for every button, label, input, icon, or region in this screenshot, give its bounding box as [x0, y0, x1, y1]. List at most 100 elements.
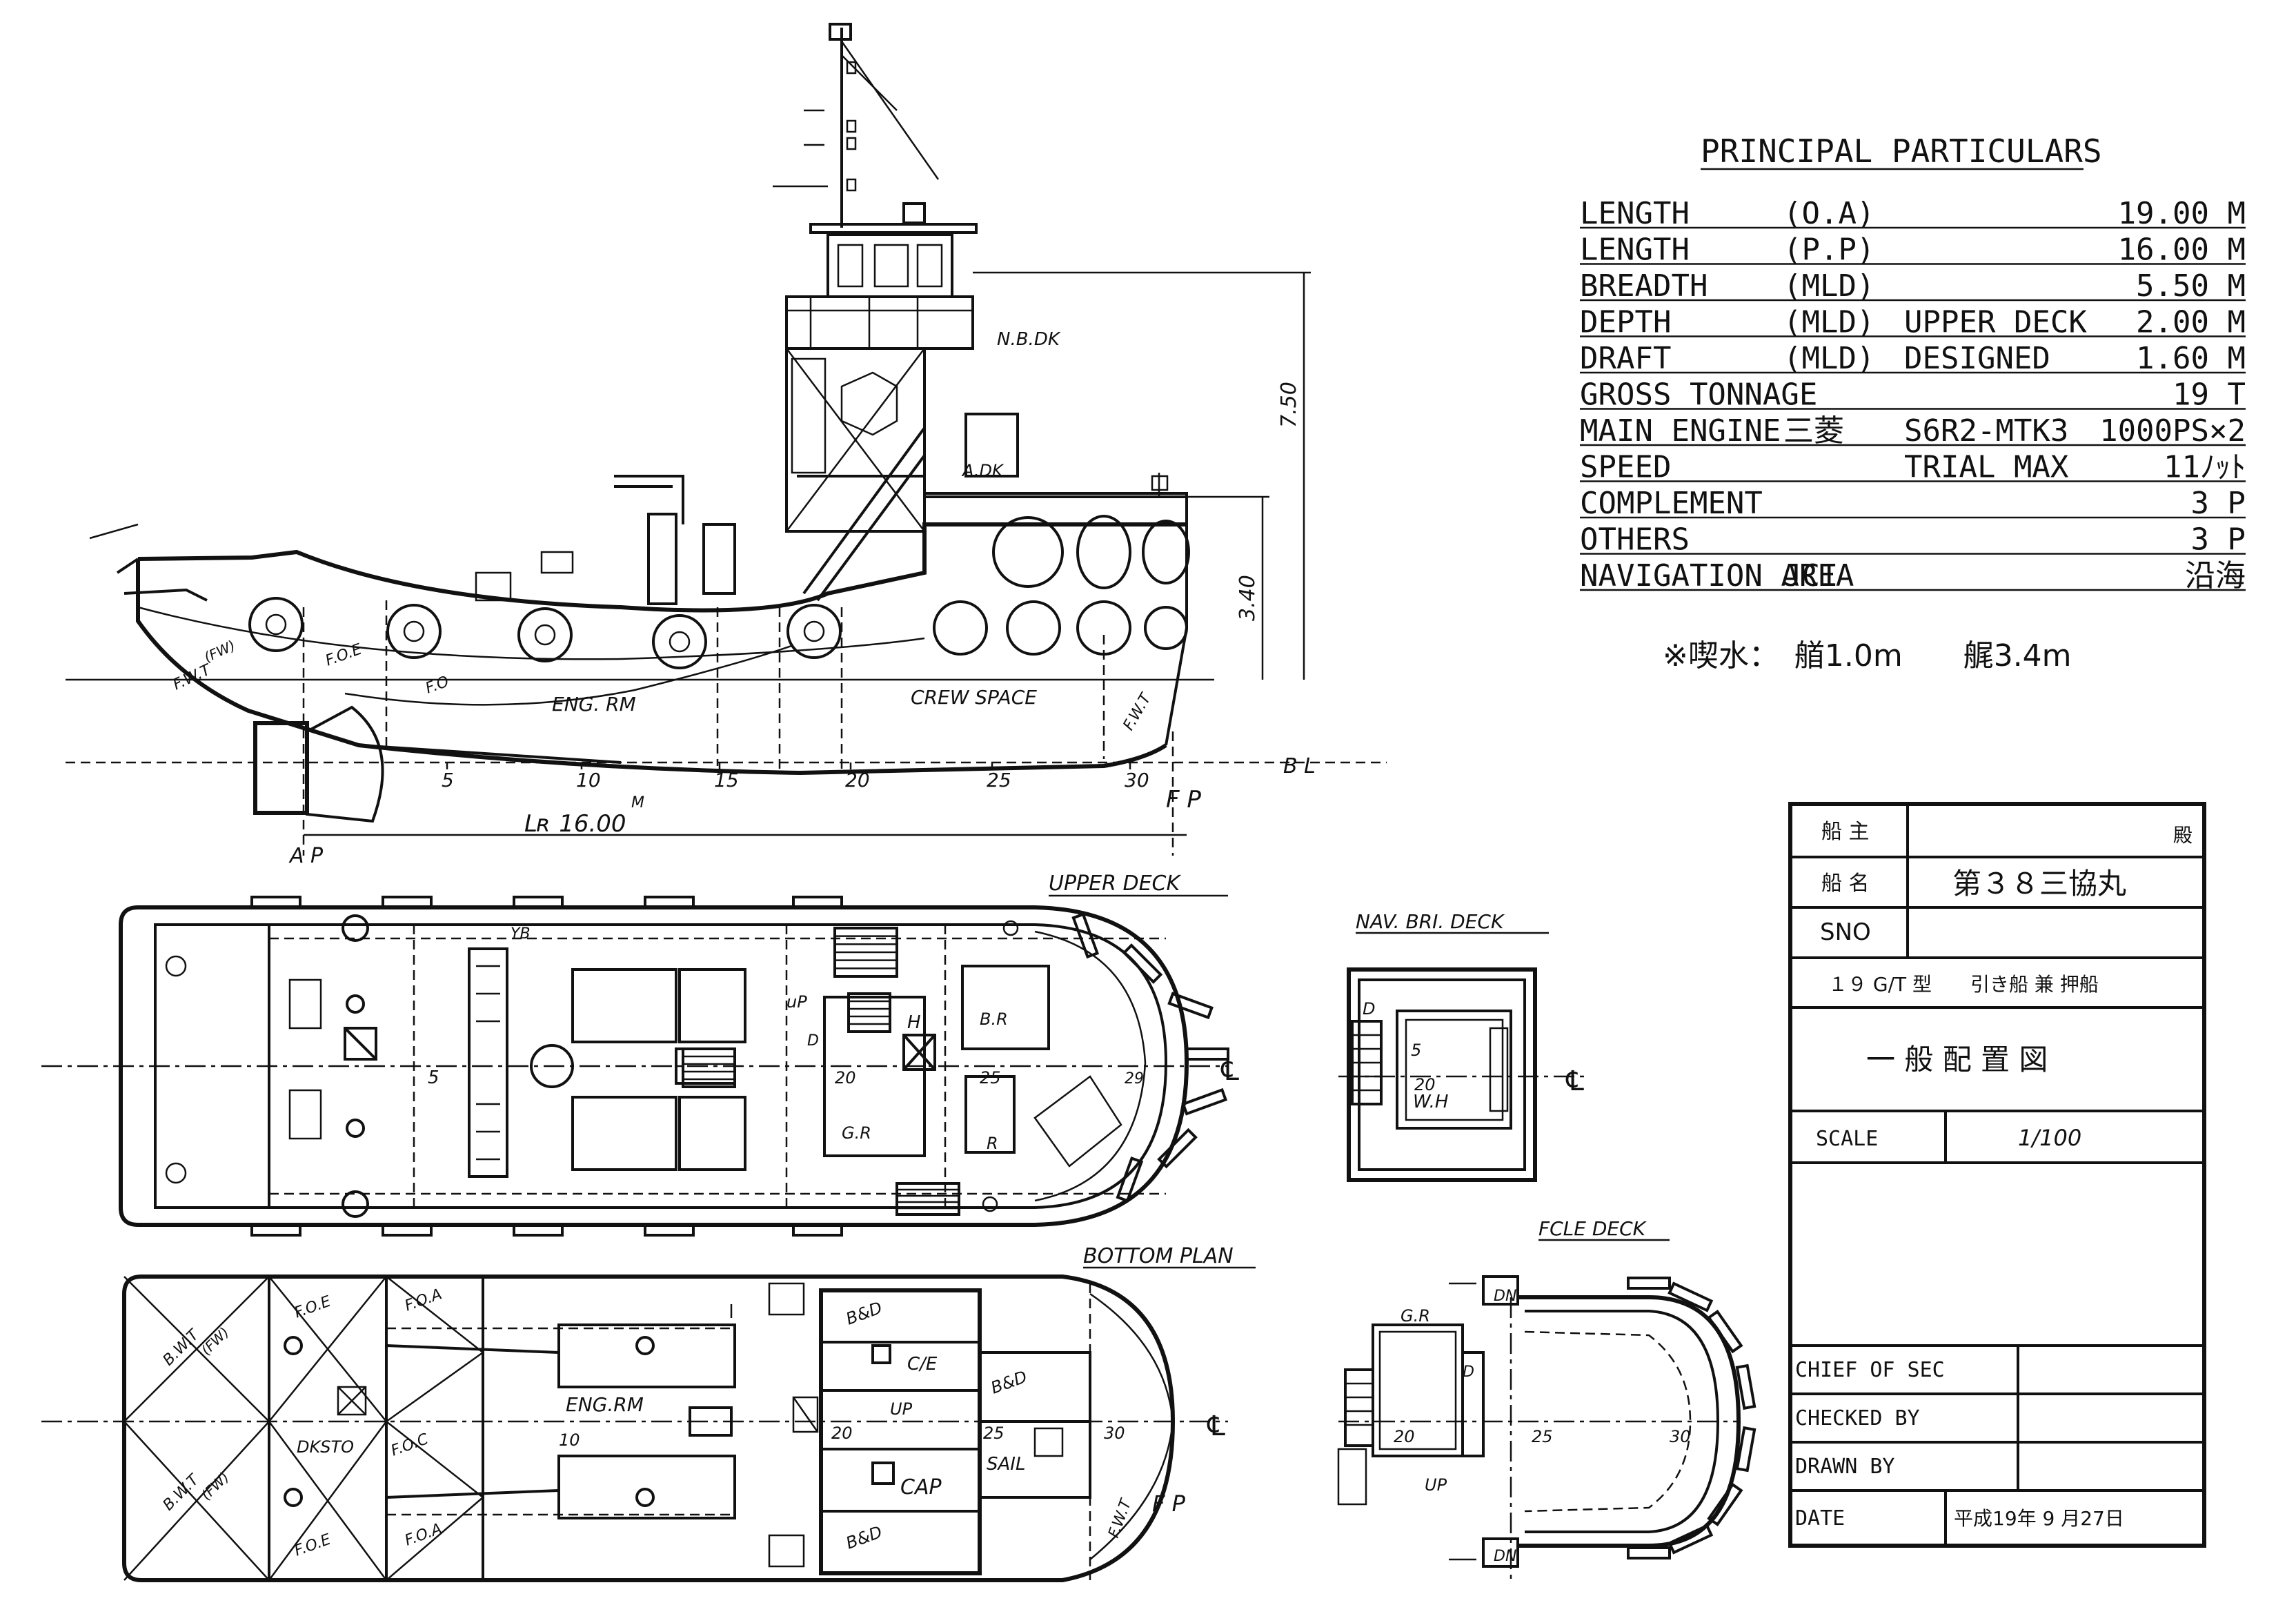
ud-frame-5: 5: [428, 1067, 439, 1088]
fcle-up: UP: [1425, 1475, 1447, 1495]
particulars-value: 19 T: [2173, 377, 2246, 413]
fender-block: [1116, 1157, 1144, 1203]
stair: [895, 1182, 960, 1216]
bp-foa-1: F.O.A: [403, 1286, 444, 1315]
fender-block: [1667, 1281, 1714, 1312]
particulars-item: SPEED: [1580, 450, 1671, 485]
fender-block: [644, 896, 695, 909]
particulars-item: LENGTH: [1580, 233, 1690, 268]
nbdk-label: N.B.DK: [997, 329, 1061, 350]
ud-frame-29: 29: [1125, 1070, 1144, 1088]
scale-value: 1/100: [2018, 1125, 2081, 1151]
particulars-value: 16.00 M: [2118, 233, 2246, 268]
bl-label: B L: [1283, 754, 1316, 778]
fo-profile-label: F.O: [424, 673, 452, 697]
title-block-frame: [1788, 802, 2206, 1548]
ud-d: D: [807, 1032, 819, 1050]
particulars-value: 1.60 M: [2136, 341, 2246, 376]
height-total-label: 7.50: [1277, 382, 1301, 428]
particulars-value: 3 P: [2191, 522, 2246, 558]
ap-label: A P: [288, 844, 324, 868]
upper-deck-plan: UPPER DECK ℄: [41, 872, 1243, 1237]
bp-bwt-2: B.W.T: [160, 1470, 204, 1514]
bottom-plan-title: BOTTOM PLAN: [1083, 1244, 1234, 1268]
fender-block: [644, 1223, 695, 1237]
fcle-gr: G.R: [1401, 1306, 1430, 1326]
sno-label: SNO: [1820, 918, 1871, 946]
ud-br: B.R: [980, 1010, 1008, 1029]
owner-suffix: 殿: [2173, 824, 2193, 847]
engine-port: [557, 1323, 736, 1388]
particulars-item: BREADTH: [1580, 268, 1708, 304]
fender-block: [792, 896, 843, 909]
wheelhouse-plan: [1396, 1010, 1512, 1130]
nav-20: 20: [1414, 1075, 1436, 1094]
principal-particulars-table: PRINCIPAL PARTICULARS LENGTH (O.A) 19.00 M…: [1580, 132, 2246, 673]
fender-block: [1667, 1524, 1714, 1555]
particulars-title: PRINCIPAL PARTICULARS: [1701, 132, 2102, 170]
particulars-item: NAVIGATION AREA: [1580, 558, 1854, 593]
fcle-dn-1: DN: [1494, 1288, 1516, 1305]
fender-block: [382, 896, 433, 909]
particulars-value: 19.00 M: [2118, 196, 2246, 231]
particulars-value: 5.50 M: [2136, 268, 2246, 304]
particulars-qualifier: 三菱: [1783, 413, 1844, 449]
fender-block: [513, 1223, 564, 1237]
particulars-qualifier: (MLD): [1783, 305, 1874, 340]
bp-bd-2: B&D: [843, 1522, 884, 1553]
ud-cl: ℄: [1218, 1055, 1243, 1087]
particulars-condition: DESIGNED: [1904, 341, 2050, 376]
upper-deck-outline: [119, 905, 1189, 1227]
profile-frame-15: 15: [714, 769, 739, 791]
particulars-item: DRAFT: [1580, 341, 1671, 376]
ud-h: H: [907, 1012, 921, 1033]
fender-block: [1167, 992, 1214, 1020]
funnel: [647, 513, 677, 605]
fender-block: [792, 1223, 843, 1237]
fender-block: [1735, 1364, 1756, 1410]
fender-block: [382, 1223, 433, 1237]
fwt2-label: F.W.T: [1120, 690, 1156, 734]
particulars-value: 沿海: [2185, 558, 2246, 593]
fcle-25: 25: [1532, 1427, 1553, 1446]
ud-gr: G.R: [842, 1123, 871, 1143]
rudder: [253, 721, 309, 815]
fcle-title: FCLE DECK: [1538, 1217, 1647, 1240]
nav-bridge-deck: [785, 295, 974, 350]
ud-r: R: [987, 1134, 998, 1153]
fender-block: [1122, 943, 1163, 984]
nav-bridge-deck-plan: NAV. BRI. DECK ℄ W.H D 5 20: [1338, 910, 1587, 1182]
drawing-title: 一 般 配 置 図: [1866, 1043, 2048, 1076]
particulars-condition: TRIAL MAX: [1904, 450, 2069, 485]
upper-deck-fenders: [250, 896, 1229, 1237]
fender-block: [250, 896, 301, 909]
bp-frame-25: 25: [983, 1424, 1004, 1443]
title-block: 船 主 殿 船 名 第３８三協丸 SNO １９ G/T 型 引き船 兼 押船 一…: [1788, 802, 2206, 1548]
particulars-qualifier: (O.A): [1783, 196, 1874, 231]
bp-eng-rm: ENG.RM: [566, 1393, 644, 1416]
bp-foa-2: F.O.A: [403, 1520, 444, 1549]
profile-view: N.B.DK A.DK: [66, 23, 1387, 868]
stair: [682, 1047, 736, 1088]
ship-name: 第３８三協丸: [1952, 867, 2126, 901]
bp-frame-10: 10: [559, 1430, 580, 1450]
fcle-deck-plan: FCLE DECK G.R DN DN UP D 20 25 30: [1337, 1217, 1756, 1580]
bp-cap: CAP: [900, 1475, 942, 1499]
crew-space-label: CREW SPACE: [911, 686, 1037, 709]
hull-bottom: [136, 559, 1167, 776]
particulars-qualifier: (MLD): [1783, 268, 1874, 304]
particulars-item: GROSS TONNAGE: [1580, 377, 1817, 413]
fender-block: [1707, 1310, 1743, 1354]
bp-frame-20: 20: [831, 1424, 853, 1443]
particulars-item: OTHERS: [1580, 522, 1690, 558]
particulars-item: MAIN ENGINE: [1580, 413, 1781, 449]
particulars-value: 2.00 M: [2136, 305, 2246, 340]
scale-label: SCALE: [1816, 1127, 1878, 1151]
fender-block: [1071, 912, 1100, 959]
